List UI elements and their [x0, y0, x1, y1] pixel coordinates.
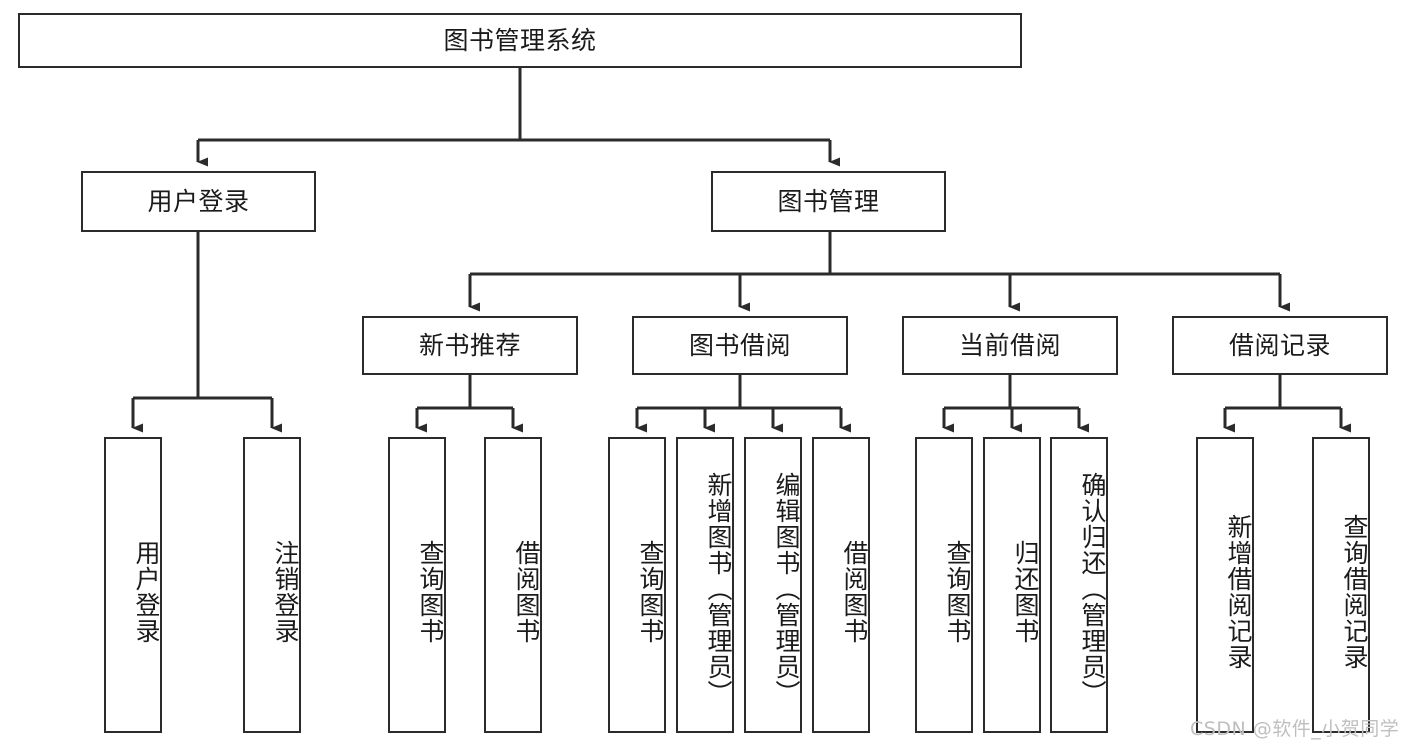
- leaf-return-book[interactable]: 归还图书: [983, 437, 1041, 733]
- node-new-book-recommend-label: 新书推荐: [418, 330, 521, 360]
- leaf-user-login-label: 用户登录: [132, 540, 161, 644]
- node-root[interactable]: 图书管理系统: [18, 13, 1022, 68]
- leaf-borrow-book-1[interactable]: 借阅图书: [484, 437, 542, 733]
- node-current-borrow-label: 当前借阅: [958, 330, 1061, 360]
- node-user-login[interactable]: 用户登录: [81, 171, 316, 232]
- leaf-query-book-3-label: 查询图书: [943, 540, 972, 644]
- node-book-manage-label: 图书管理: [777, 186, 880, 216]
- leaf-query-book-2[interactable]: 查询图书: [608, 437, 666, 733]
- node-borrow-record[interactable]: 借阅记录: [1172, 316, 1388, 375]
- node-user-login-label: 用户登录: [147, 186, 250, 216]
- leaf-confirm-return[interactable]: 确认归还（管理员）: [1050, 437, 1108, 733]
- leaf-borrow-book-2[interactable]: 借阅图书: [812, 437, 870, 733]
- leaf-query-book-2-label: 查询图书: [636, 540, 665, 644]
- node-book-borrow[interactable]: 图书借阅: [632, 316, 848, 375]
- leaf-add-book-label: 新增图书（管理员）: [704, 472, 733, 706]
- leaf-query-book-1[interactable]: 查询图书: [388, 437, 446, 733]
- leaf-add-borrow-record-label: 新增借阅记录: [1224, 514, 1253, 670]
- leaf-query-borrow-record-label: 查询借阅记录: [1340, 514, 1369, 670]
- node-current-borrow[interactable]: 当前借阅: [902, 316, 1118, 375]
- leaf-logout-login-label: 注销登录: [271, 540, 300, 644]
- node-book-manage[interactable]: 图书管理: [711, 171, 946, 232]
- csdn-watermark: CSDN @软件_小贺同学: [1190, 718, 1400, 740]
- leaf-add-borrow-record[interactable]: 新增借阅记录: [1196, 437, 1254, 733]
- node-borrow-record-label: 借阅记录: [1228, 330, 1331, 360]
- node-new-book-recommend[interactable]: 新书推荐: [362, 316, 578, 375]
- leaf-confirm-return-label: 确认归还（管理员）: [1078, 472, 1107, 706]
- leaf-query-book-1-label: 查询图书: [416, 540, 445, 644]
- node-book-borrow-label: 图书借阅: [688, 330, 791, 360]
- leaf-user-login[interactable]: 用户登录: [104, 437, 162, 733]
- leaf-return-book-label: 归还图书: [1011, 540, 1040, 644]
- leaf-add-book[interactable]: 新增图书（管理员）: [676, 437, 734, 733]
- node-root-label: 图书管理系统: [443, 25, 597, 55]
- leaf-edit-book[interactable]: 编辑图书（管理员）: [744, 437, 802, 733]
- leaf-borrow-book-2-label: 借阅图书: [840, 540, 869, 644]
- leaf-query-book-3[interactable]: 查询图书: [915, 437, 973, 733]
- leaf-edit-book-label: 编辑图书（管理员）: [772, 472, 801, 706]
- leaf-logout-login[interactable]: 注销登录: [243, 437, 301, 733]
- leaf-query-borrow-record[interactable]: 查询借阅记录: [1312, 437, 1370, 733]
- leaf-borrow-book-1-label: 借阅图书: [512, 540, 541, 644]
